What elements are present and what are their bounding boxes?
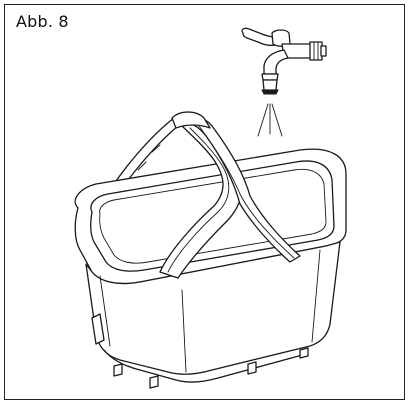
- faucet-icon: [241, 27, 327, 95]
- basket-icon: [74, 111, 347, 389]
- figure-label: Abb. 8: [16, 12, 69, 31]
- water-spray-icon: [257, 103, 283, 137]
